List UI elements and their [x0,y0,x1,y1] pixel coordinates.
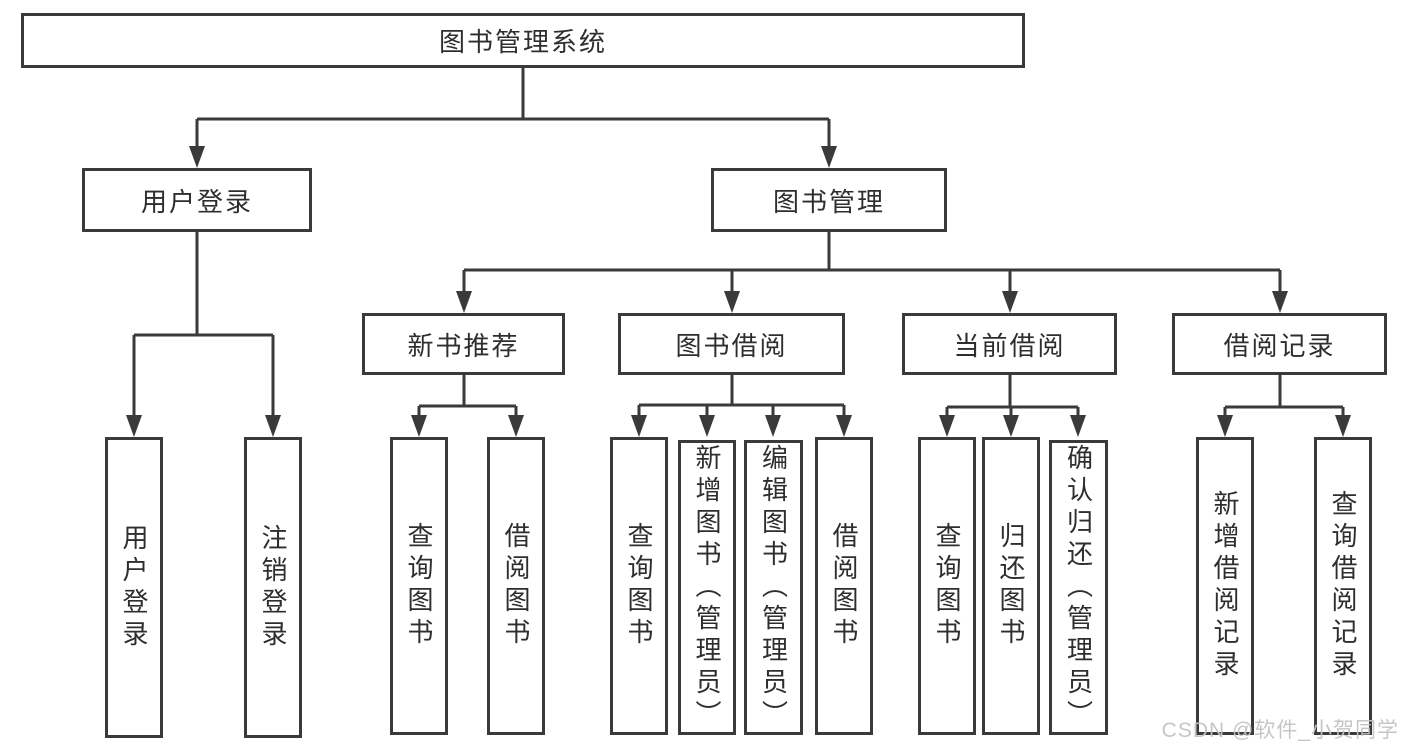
leaf-query-books-recommend: 查询图书 [390,437,448,735]
connector-new-book-children [411,375,524,437]
leaf-confirm-return-admin: 确认归还（管理员） [1049,440,1108,735]
node-user-login: 用户登录 [82,168,312,232]
node-book-borrowing: 图书借阅 [618,313,845,375]
connector-current-borrow-children [939,375,1086,437]
node-root-system: 图书管理系统 [21,13,1025,68]
leaf-borrow-books: 借阅图书 [815,437,873,735]
node-current-borrowing: 当前借阅 [902,313,1117,375]
connector-book-borrow-children [631,375,852,437]
connector-root-to-level2 [189,68,837,168]
node-new-book-recommend: 新书推荐 [362,313,565,375]
node-borrow-records: 借阅记录 [1172,313,1387,375]
leaf-query-borrow-record: 查询借阅记录 [1314,437,1372,735]
node-book-management: 图书管理 [711,168,947,232]
connector-borrow-record-children [1217,375,1351,437]
leaf-add-book-admin: 新增图书（管理员） [678,440,736,735]
csdn-watermark: CSDN @软件_小贺同学 [1161,719,1399,742]
connector-user-login-children [126,232,281,437]
leaf-query-books-borrow: 查询图书 [610,437,668,735]
leaf-borrow-books-recommend: 借阅图书 [487,437,545,735]
leaf-edit-book-admin: 编辑图书（管理员） [744,440,803,735]
leaf-add-borrow-record: 新增借阅记录 [1196,437,1254,735]
connector-book-management-to-level3 [456,232,1288,313]
leaf-user-login: 用户登录 [105,437,163,738]
leaf-logout: 注销登录 [244,437,302,738]
leaf-return-books: 归还图书 [982,437,1040,735]
leaf-query-books-current: 查询图书 [918,437,976,735]
